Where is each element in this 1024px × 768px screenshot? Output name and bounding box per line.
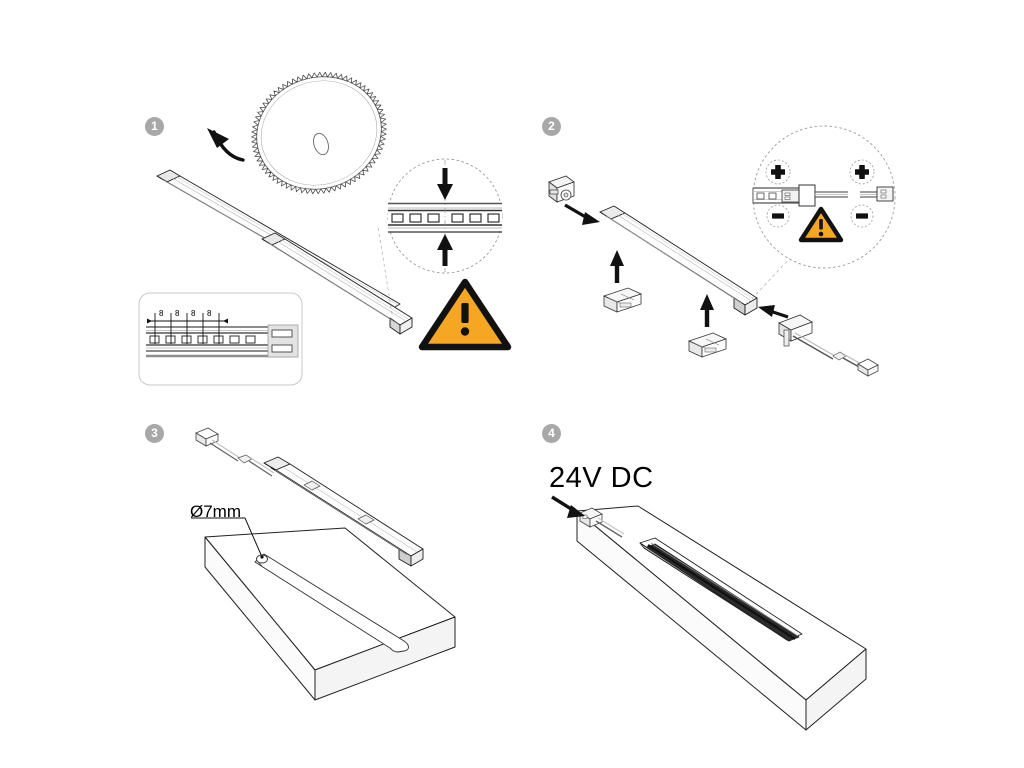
step-badge-1: 1: [145, 117, 164, 136]
saw-blade-icon: [251, 71, 387, 195]
warning-triangle-icon-step2: [798, 206, 844, 243]
spacing-dimension-4: 8: [207, 309, 212, 318]
assembled-profile-icon: [263, 456, 424, 567]
clip-1-up-arrow-icon: [610, 250, 624, 283]
step-3-artwork: [191, 427, 456, 701]
voltage-label: 24V DC: [549, 462, 654, 494]
dimension-callout-box: [138, 292, 303, 386]
mounting-clip-icon-1: [602, 287, 643, 313]
step-badge-2: 2: [542, 117, 561, 136]
cut-down-arrow-icon: [437, 168, 453, 200]
warning-triangle-icon-step1: [418, 278, 512, 351]
cut-detail-circle: [387, 158, 503, 274]
polarity-leader-line: [747, 257, 791, 304]
step-1-artwork: [138, 71, 512, 386]
hole-leader-line: [191, 517, 264, 559]
spacing-dimension-2: 8: [175, 309, 180, 318]
step-panel-4: [512, 400, 1024, 768]
clip-2-up-arrow-icon: [700, 294, 714, 327]
mounting-clip-icon-2: [687, 332, 728, 358]
drilled-hole-icon: [256, 554, 268, 567]
spacing-dimension-3: 8: [191, 309, 196, 318]
step-2-artwork: [548, 125, 896, 377]
wood-panel-icon-step3: [204, 527, 456, 701]
step-panel-3: [0, 400, 512, 768]
wood-panel-icon-step4: [576, 505, 867, 731]
profile-rail-right: [261, 232, 413, 335]
step3-cable-icon: [195, 427, 275, 477]
installed-profile-icon: [639, 537, 803, 642]
profile-rail-step2: [599, 205, 758, 316]
polarity-detail-circle: [752, 125, 896, 269]
hole-diameter-label: Ø7mm: [190, 502, 241, 521]
step-panel-1: [0, 0, 512, 400]
step-badge-3: 3: [145, 424, 164, 443]
connector-arrow-icon: [758, 305, 789, 319]
curved-arrow-icon: [207, 128, 245, 162]
power-cable-connector-icon: [778, 314, 879, 377]
cut-up-arrow-icon: [437, 234, 453, 266]
polarity-markers: [765, 159, 875, 228]
step-panel-2: [512, 0, 1024, 400]
power-connector-icon-step4: [579, 507, 625, 538]
end-cap-icon: [548, 175, 575, 203]
spacing-dimension-1: 8: [159, 309, 164, 318]
step-badge-4: 4: [542, 424, 561, 443]
step-4-artwork: [551, 495, 867, 731]
detail-leader-line: [377, 225, 393, 315]
endcap-arrow-icon: [564, 203, 600, 225]
supply-arrow-icon: [551, 495, 585, 518]
